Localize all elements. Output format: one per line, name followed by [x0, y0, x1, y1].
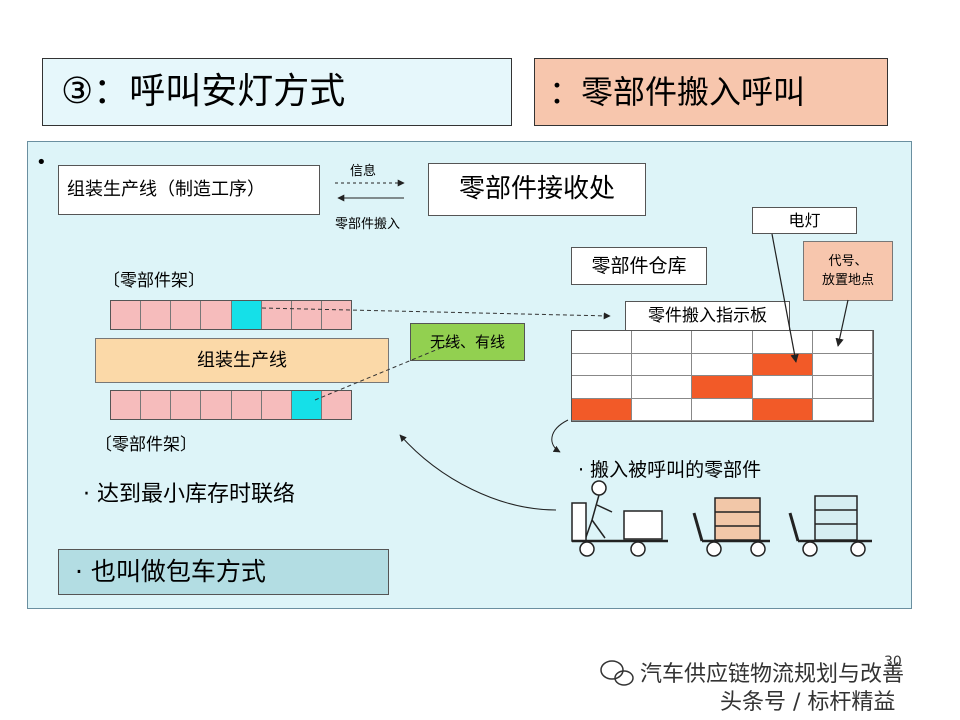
board-cell: [692, 398, 753, 421]
carts-to-rack-arrow: [399, 434, 557, 511]
arrow-parts-label: 零部件搬入: [335, 217, 401, 232]
parts-rack-top: [110, 300, 352, 330]
rack-label-top: 〔零部件架〕: [103, 271, 205, 291]
rack-cell: [231, 391, 262, 419]
rack-label-bottom: 〔零部件架〕: [95, 435, 197, 455]
tow-train-icon: [571, 480, 872, 557]
page-subtitle: ：零部件搬入呼叫: [534, 58, 888, 126]
rack-cell: [291, 301, 322, 329]
lamp-pointer: [771, 233, 799, 363]
rack-cell-highlighted: [291, 391, 322, 419]
board-cell-lit: [572, 398, 633, 421]
board-cell: [632, 376, 693, 399]
rack-cell: [201, 391, 232, 419]
code-pointer: [835, 299, 849, 347]
signal-line-top: [261, 307, 611, 320]
footer-brand: 汽车供应链物流规划与改善: [640, 662, 905, 687]
board-cell: [752, 376, 813, 399]
lamp-label: 电灯: [752, 207, 857, 234]
board-cell: [632, 353, 693, 376]
board-cell: [812, 376, 873, 399]
assembly-line-box: 组装生产线: [95, 338, 389, 383]
arrow-info-label: 信息: [350, 164, 377, 179]
assembly-line-process-box: 组装生产线（制造工序）: [58, 165, 320, 215]
rack-cell: [141, 391, 172, 419]
board-cell: [632, 398, 693, 421]
parts-rack-bottom: [110, 390, 352, 420]
page-number: 30: [884, 654, 902, 670]
also-called-box: · 也叫做包车方式: [58, 549, 389, 595]
board-to-carry-arrow: [551, 419, 569, 453]
rack-cell: [261, 301, 292, 329]
signal-line-bottom: [314, 339, 461, 401]
code-line-1: 代号、: [828, 254, 868, 269]
rack-cell: [171, 301, 202, 329]
rack-cell: [261, 391, 292, 419]
rack-cell: [111, 301, 142, 329]
board-cell: [572, 353, 633, 376]
board-cell: [572, 331, 633, 354]
board-cell: [812, 398, 873, 421]
board-cell-lit: [752, 398, 813, 421]
indicator-board-grid: [571, 330, 874, 422]
rack-cell: [171, 391, 202, 419]
board-cell: [812, 353, 873, 376]
board-title: 零件搬入指示板: [625, 301, 790, 331]
board-cell: [572, 376, 633, 399]
code-location-box: 代号、 放置地点: [803, 241, 893, 301]
rack-cell: [321, 391, 351, 419]
rack-cell: [141, 301, 172, 329]
bullet-mark: •: [36, 152, 47, 173]
rack-cell: [111, 391, 142, 419]
contact-min-text: · 达到最小库存时联络: [83, 482, 295, 507]
board-cell: [692, 331, 753, 354]
page-title: ③：呼叫安灯方式: [42, 58, 512, 126]
wireless-box: 无线、有线: [410, 323, 525, 361]
carry-called-text: · 搬入被呼叫的零部件: [578, 459, 762, 481]
board-cell: [692, 353, 753, 376]
code-line-2: 放置地点: [821, 273, 874, 288]
board-cell: [752, 331, 813, 354]
wechat-icon: [600, 660, 634, 686]
board-cell-lit: [692, 376, 753, 399]
receiving-box: 零部件接收处: [428, 163, 646, 216]
rack-cell: [201, 301, 232, 329]
footer-source: 头条号 / 标杆精益: [720, 690, 896, 715]
rack-cell: [321, 301, 351, 329]
warehouse-box: 零部件仓库: [571, 247, 707, 285]
board-cell: [632, 331, 693, 354]
rack-cell-highlighted: [231, 301, 262, 329]
